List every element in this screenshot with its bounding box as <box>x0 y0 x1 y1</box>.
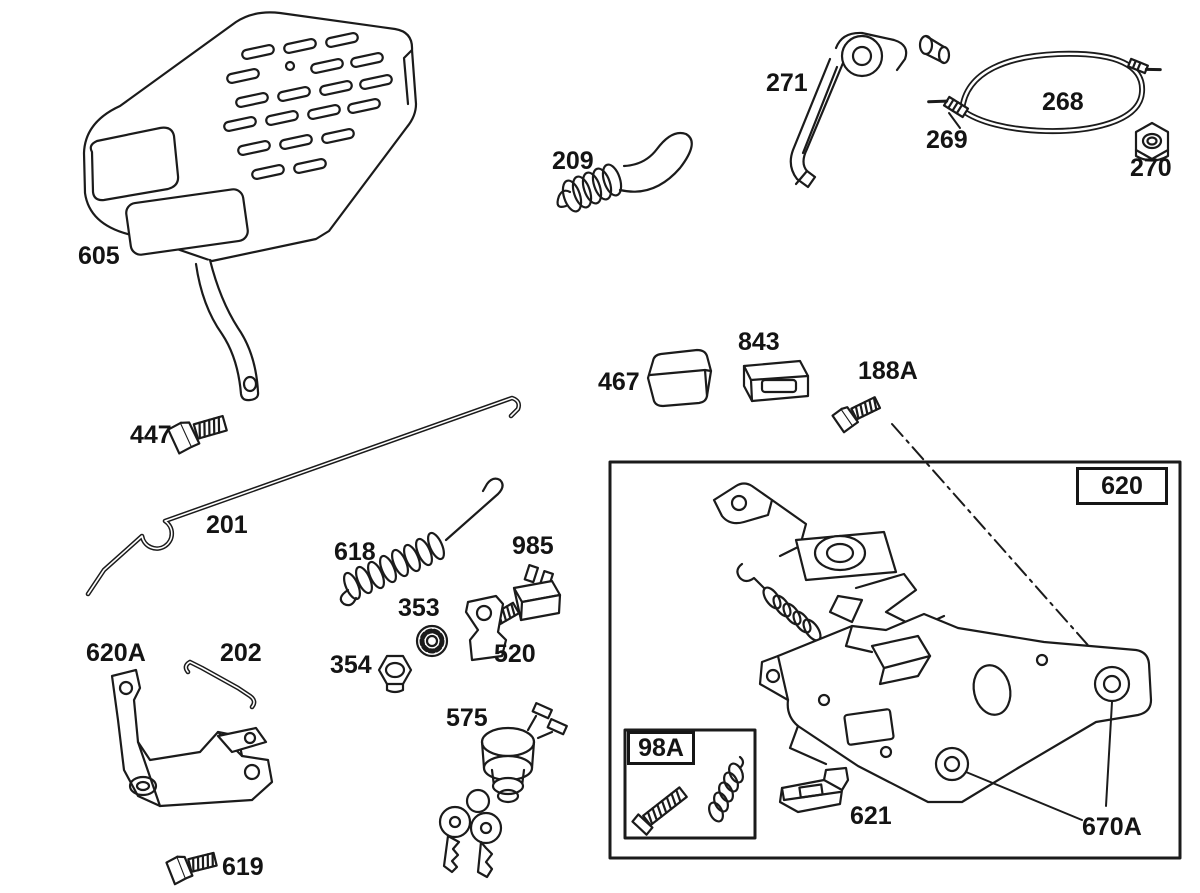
part-843-clip-drawing <box>742 359 810 403</box>
part-353-star-washer-drawing <box>415 624 449 658</box>
cover-vent-slots <box>223 32 393 180</box>
part-98A-screw-drawing <box>631 786 688 836</box>
part-467-cap-drawing <box>646 348 713 408</box>
part-620-control-bracket-assembly-drawing <box>712 482 1153 804</box>
part-354-nut-drawing <box>377 654 413 694</box>
part-label-209: 209 <box>552 147 594 175</box>
part-label-620A: 620A <box>86 639 146 667</box>
part-670A-leader-line-left <box>965 771 1083 821</box>
part-188A-screw-drawing <box>831 396 882 434</box>
part-605-cover-drawing <box>82 11 418 402</box>
part-268-cable-drawing <box>927 50 1162 135</box>
part-label-354: 354 <box>330 651 372 679</box>
part-618-spring-drawing <box>339 477 504 607</box>
part-620A-bracket-drawing <box>110 668 274 808</box>
part-label-520: 520 <box>494 640 536 668</box>
part-label-619: 619 <box>222 853 264 881</box>
part-label-605: 605 <box>78 242 120 270</box>
part-520-terminal-plate-drawing <box>464 594 508 662</box>
group-620-box <box>608 460 1182 860</box>
part-270-nut-drawing <box>1134 121 1170 162</box>
part-label-447: 447 <box>130 421 172 449</box>
part-621-clip-drawing <box>778 766 850 814</box>
part-label-269: 269 <box>926 126 968 154</box>
part-label-353: 353 <box>398 594 440 622</box>
part-label-618: 618 <box>334 538 376 566</box>
part-575-key-switch-drawing <box>438 701 568 879</box>
part-label-985: 985 <box>512 532 554 560</box>
part-label-201: 201 <box>206 511 248 539</box>
part-985-switch-drawing <box>492 564 562 626</box>
part-label-575: 575 <box>446 704 488 732</box>
part-label-268: 268 <box>1042 88 1084 116</box>
part-209-spring-drawing <box>556 131 693 213</box>
part-619-bolt-drawing <box>165 851 218 886</box>
part-label-620: 620 <box>1076 467 1168 505</box>
part-447-bolt-drawing <box>167 414 228 455</box>
part-label-188A: 188A <box>858 357 918 385</box>
part-label-98A: 98A <box>627 731 695 765</box>
part-670A-leader-line-right <box>1105 701 1113 807</box>
part-label-621: 621 <box>850 802 892 830</box>
part-label-843: 843 <box>738 328 780 356</box>
part-label-271: 271 <box>766 69 808 97</box>
part-98A-spring-drawing <box>708 755 745 823</box>
part-201-link-rod-drawing <box>85 395 522 597</box>
part-label-270: 270 <box>1130 154 1172 182</box>
group-98A-box <box>623 728 757 840</box>
part-label-670A: 670A <box>1082 813 1142 841</box>
part-202-rod-drawing <box>183 659 257 710</box>
part-label-467: 467 <box>598 368 640 396</box>
part-269-leader-line <box>948 112 961 129</box>
assembly-leader-dash-dot <box>891 423 1095 653</box>
part-label-202: 202 <box>220 639 262 667</box>
part-271-lever-drawing <box>789 31 951 189</box>
